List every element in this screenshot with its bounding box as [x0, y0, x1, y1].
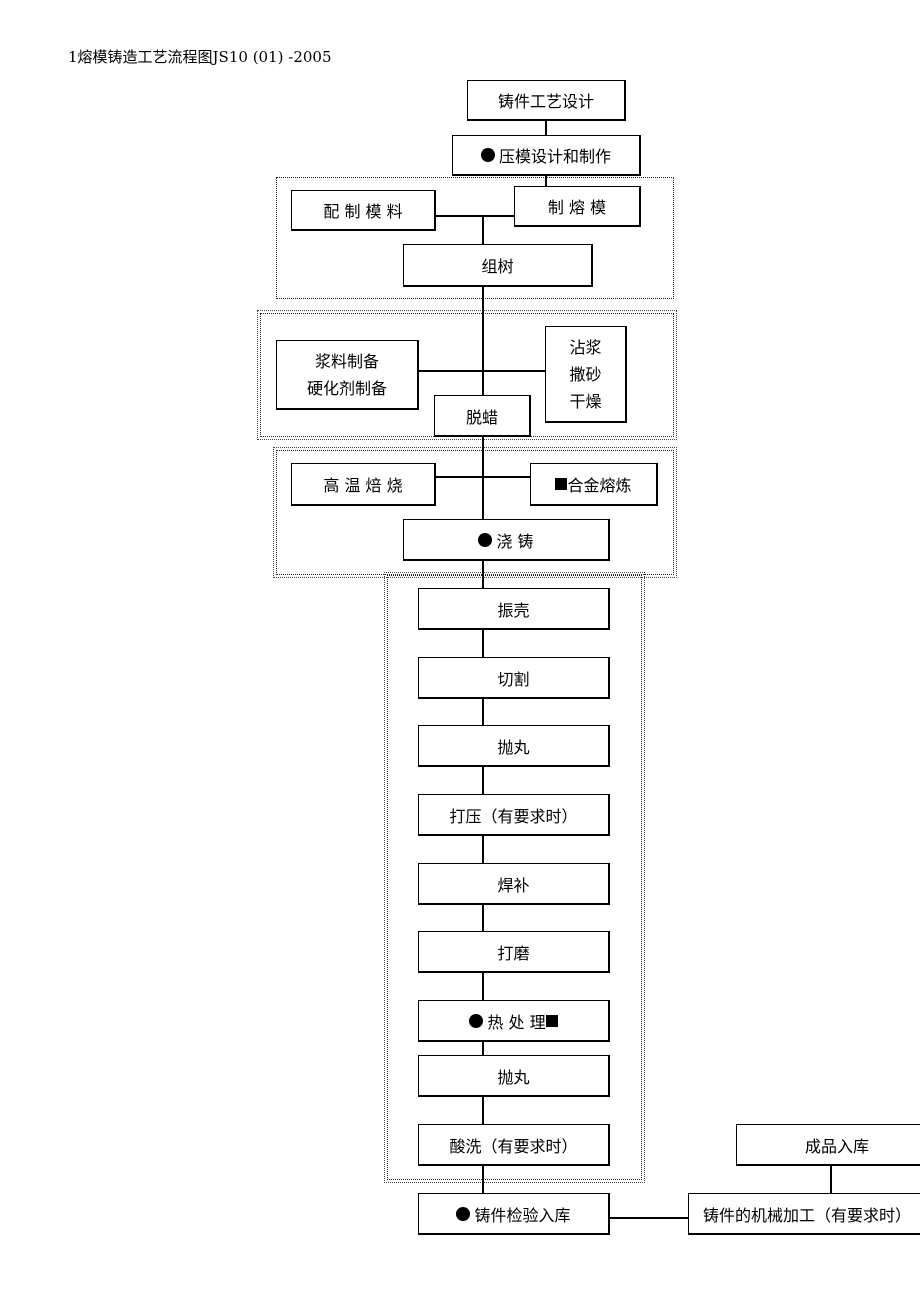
- step-weld-repair: 焊补: [418, 863, 610, 905]
- step-label: 压模设计和制作: [498, 147, 611, 166]
- step-pressure-test: 打压（有要求时）: [418, 794, 610, 836]
- connector-die-pattern: [545, 175, 547, 187]
- group-pattern-making: [276, 177, 674, 299]
- connector-shot-pickle: [482, 1096, 484, 1126]
- step-label: 浆料制备 硬化剂制备: [306, 351, 387, 398]
- connector-pickle-inspect: [482, 1164, 484, 1194]
- connector-slurry-coating: [418, 370, 546, 372]
- critical-process-circle-icon: [469, 1013, 484, 1028]
- step-label: 酸洗（有要求时）: [449, 1136, 578, 1156]
- step-label: 合金熔炼: [567, 476, 632, 495]
- step-tree-assembly: 组树: [403, 244, 593, 287]
- step-label: 高 温 焙 烧: [323, 476, 403, 495]
- connector-cut-shot: [482, 697, 484, 727]
- step-die-design: 压模设计和制作: [452, 135, 641, 176]
- step-label: 热 处 理: [487, 1012, 546, 1032]
- connector-shakeout-cut: [482, 628, 484, 658]
- document-title: 1熔模铸造工艺流程图JS10 (01) -2005: [68, 48, 332, 66]
- connector-pour-shakeout: [482, 560, 484, 590]
- step-mold-material: 配 制 模 料: [291, 190, 436, 231]
- step-label: 铸件的机械加工（有要求时）: [703, 1205, 912, 1225]
- step-heat-treatment: 热 处 理: [418, 1000, 610, 1042]
- step-label: 抛丸: [497, 737, 530, 757]
- critical-process-circle-icon: [480, 148, 495, 162]
- critical-process-circle-icon: [456, 1206, 471, 1221]
- step-shell-shakeout: 振壳: [418, 588, 610, 630]
- step-pickling: 酸洗（有要求时）: [418, 1124, 610, 1166]
- step-label: 切割: [497, 669, 530, 689]
- step-shot-blasting: 抛丸: [418, 725, 610, 767]
- step-alloy-melting: 合金熔炼: [530, 463, 658, 506]
- step-slurry-preparation: 浆料制备 硬化剂制备: [276, 340, 419, 410]
- connector-dewax-roast: [482, 436, 484, 520]
- step-label: 焊补: [497, 875, 530, 895]
- step-label: 沾浆 撒砂 干燥: [569, 337, 602, 411]
- connector-roast-melt: [435, 476, 530, 478]
- step-pouring: 浇 铸: [403, 519, 610, 561]
- step-dewax: 脱蜡: [434, 395, 531, 437]
- connector-main-trunk: [482, 215, 484, 245]
- connector-inspect-machining: [609, 1217, 689, 1219]
- step-coating-stucco-drying: 沾浆 撒砂 干燥: [545, 326, 627, 423]
- step-grinding: 打磨: [418, 931, 610, 973]
- connector-weld-grind: [482, 903, 484, 933]
- group-melting-pouring: [273, 447, 677, 578]
- step-inspection-storage: 铸件检验入库: [418, 1193, 610, 1235]
- step-label: 打压（有要求时）: [449, 806, 578, 826]
- step-label: 打磨: [497, 943, 530, 963]
- step-label: 制 熔 模: [547, 198, 607, 217]
- step-cutting: 切割: [418, 657, 610, 699]
- connector-design-die: [545, 120, 547, 136]
- connector-assembly-dewax: [482, 286, 484, 396]
- step-label: 脱蜡: [465, 407, 498, 427]
- connector-heat-shot: [482, 1040, 484, 1057]
- step-roasting: 高 温 焙 烧: [291, 463, 436, 506]
- group-post-processing: [384, 572, 645, 1183]
- connector-grind-heat: [482, 972, 484, 1002]
- step-label: 铸件检验入库: [474, 1205, 571, 1225]
- step-label: 铸件工艺设计: [497, 92, 594, 111]
- connector-machining-storage: [830, 1164, 832, 1194]
- critical-process-circle-icon: [478, 532, 493, 547]
- step-label: 成品入库: [805, 1136, 870, 1156]
- step-finished-storage: 成品入库: [736, 1124, 920, 1166]
- connector-shot-press: [482, 766, 484, 796]
- step-make-wax-pattern: 制 熔 模: [514, 186, 641, 227]
- special-process-square-icon: [545, 1014, 558, 1027]
- connector-press-weld: [482, 834, 484, 864]
- step-shot-blasting-2: 抛丸: [418, 1055, 610, 1097]
- step-label: 振壳: [497, 600, 530, 620]
- step-machining: 铸件的机械加工（有要求时）: [688, 1193, 920, 1235]
- step-label: 组树: [481, 257, 514, 276]
- special-process-square-icon: [555, 478, 568, 490]
- step-label: 浇 铸: [496, 531, 534, 551]
- step-label: 配 制 模 料: [323, 202, 403, 221]
- connector-material-pattern: [435, 215, 515, 217]
- step-label: 抛丸: [497, 1067, 530, 1087]
- step-casting-process-design: 铸件工艺设计: [467, 80, 626, 121]
